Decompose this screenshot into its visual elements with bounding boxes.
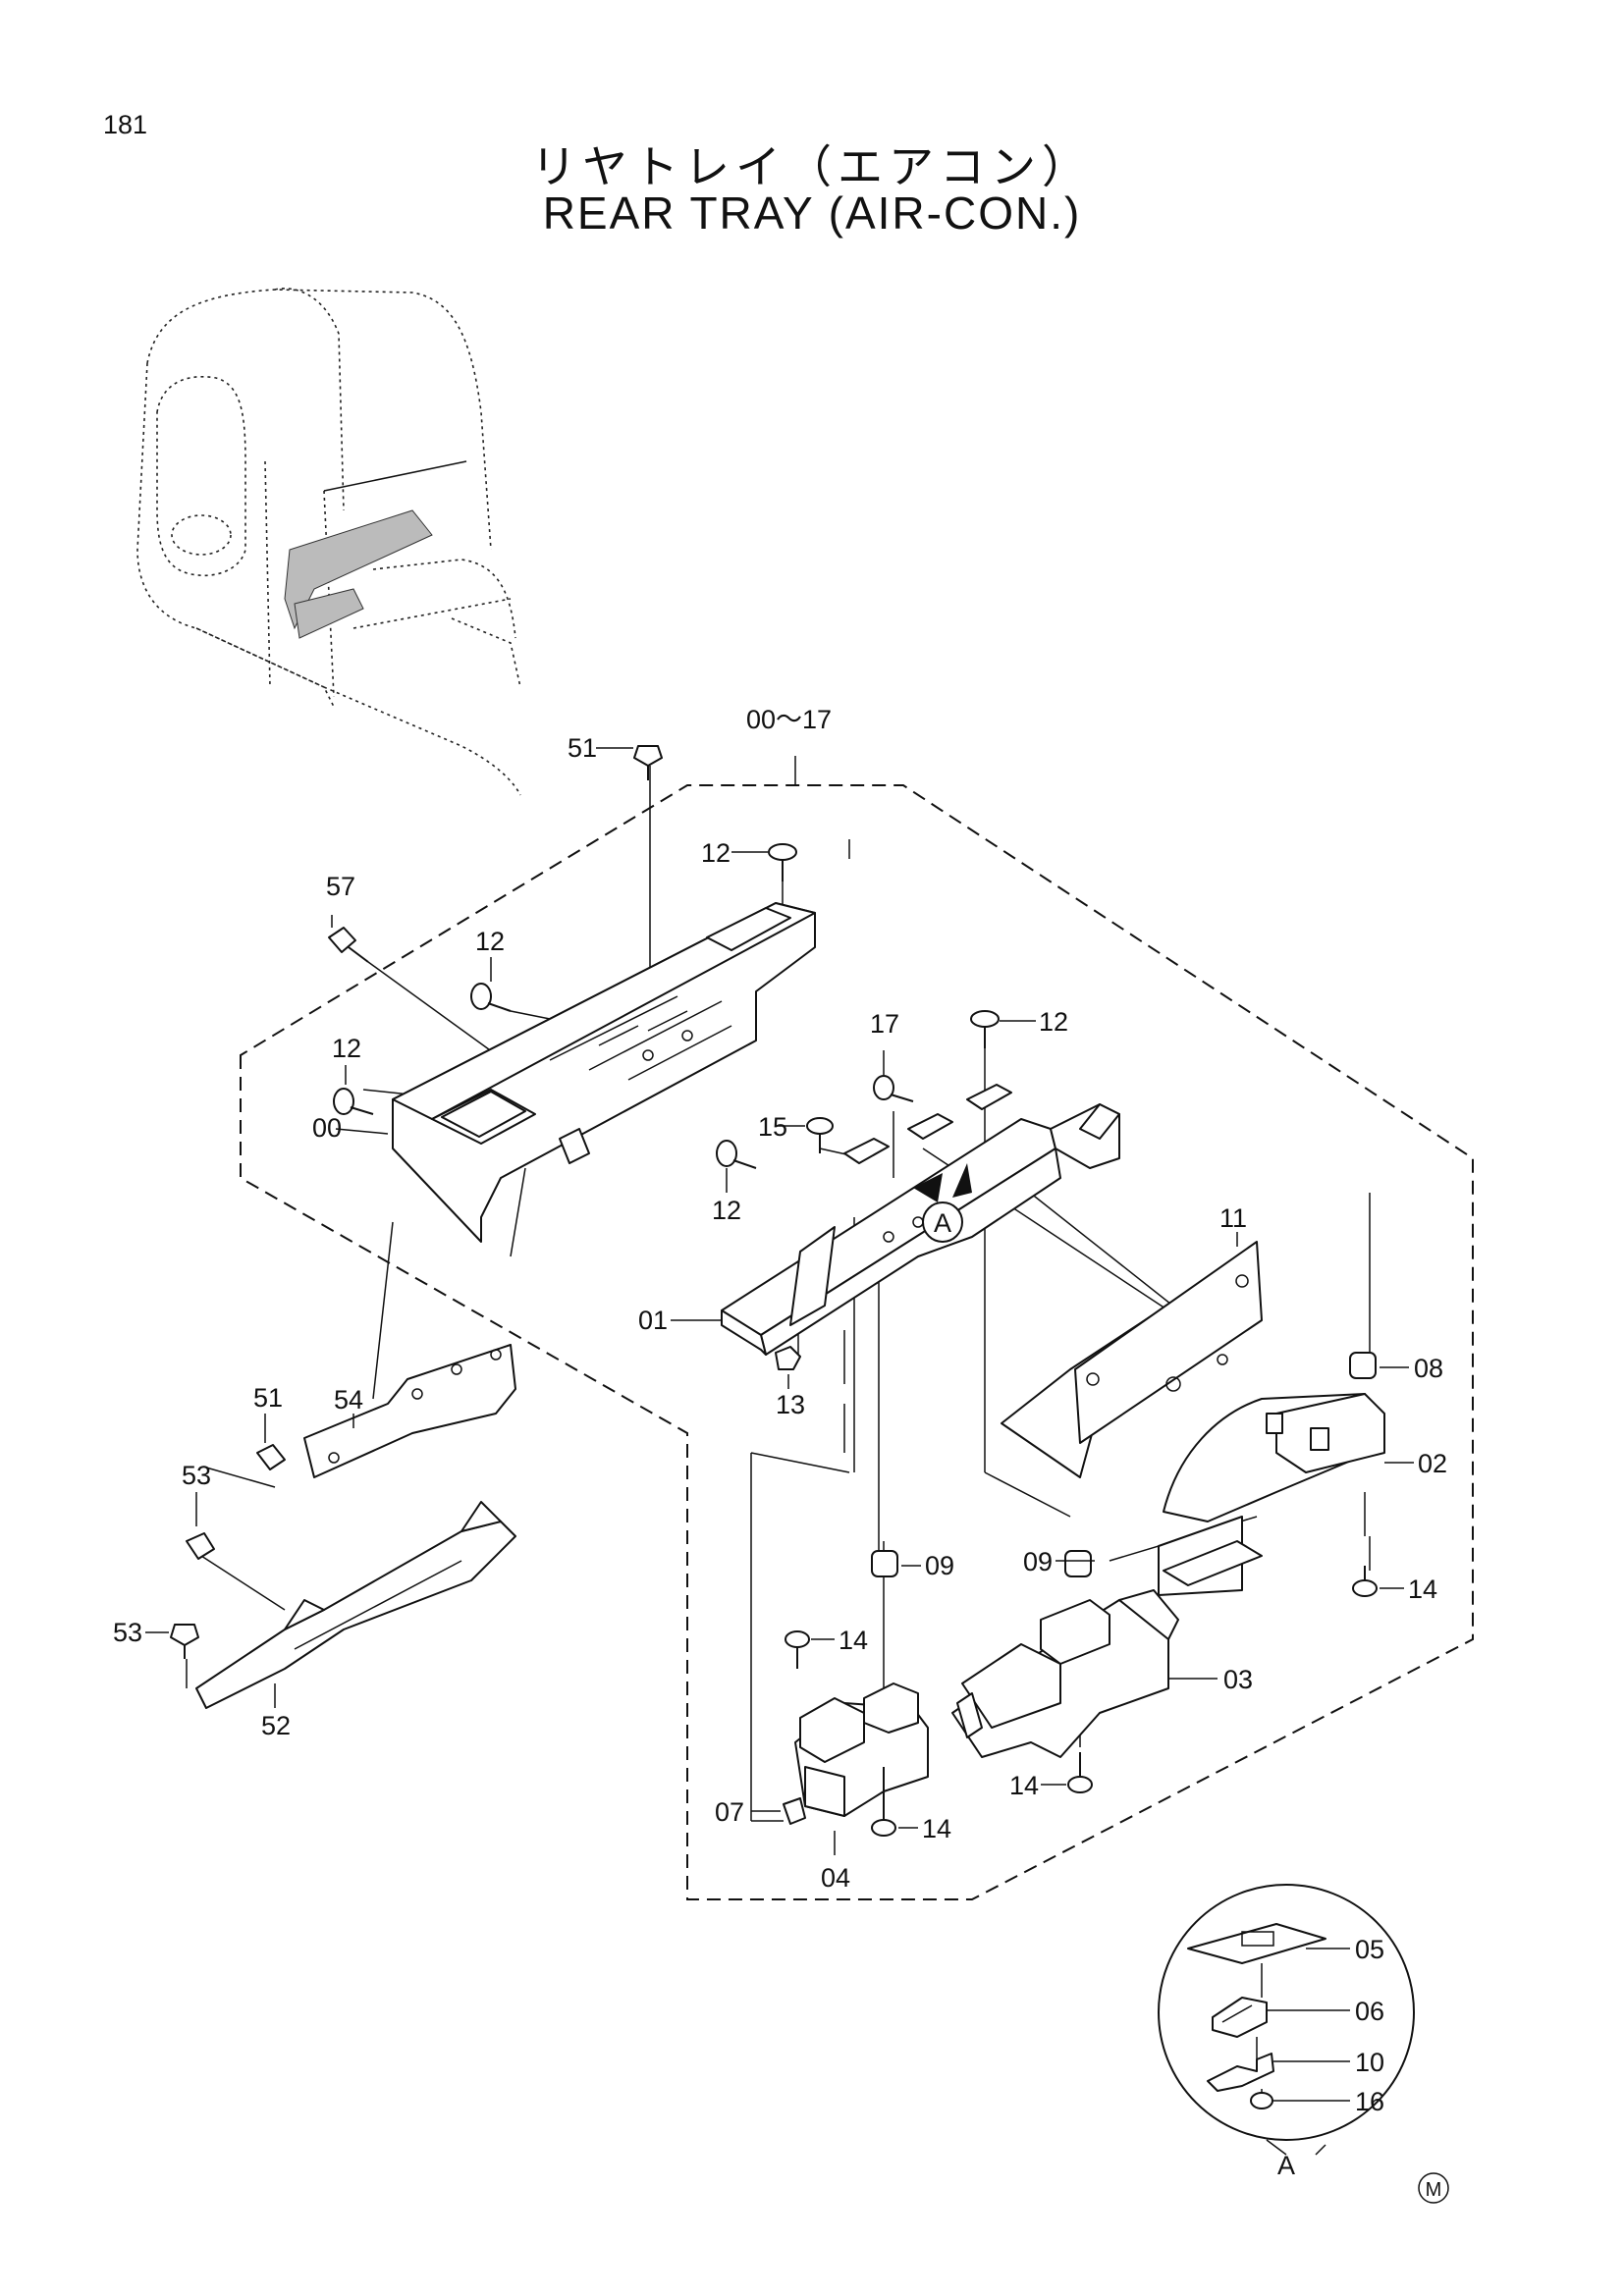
bushing-09-left [871,1550,898,1577]
callout-17: 17 [870,1009,899,1039]
callout-14-lower: 14 [1009,1771,1039,1800]
screw-14-left [785,1630,810,1669]
assembly-range-label: 00～17 [746,705,832,734]
callout-12-e: 12 [712,1196,741,1225]
fasteners [170,745,1378,1837]
screw-12-left-a [470,983,512,1012]
part-02-duct [1158,1393,1385,1596]
part-52-bracket [195,1501,516,1709]
screw-15 [806,1117,834,1153]
callout-54: 54 [334,1385,363,1415]
callout-12-c: 12 [332,1034,361,1063]
bolt-53-b [170,1624,199,1659]
title-japanese: リヤトレイ（エアコン） [531,140,1093,193]
clip-07 [783,1797,806,1825]
callout-08: 08 [1414,1354,1443,1383]
callout-51-lower: 51 [253,1383,283,1413]
callout-12-d: 12 [1039,1007,1068,1037]
screw-14-bottom [871,1767,896,1837]
screw-12-mid [716,1140,757,1169]
callout-12-top: 12 [701,838,731,868]
callout-05: 05 [1355,1935,1384,1964]
callout-11: 11 [1219,1203,1247,1233]
callout-52: 52 [261,1711,291,1740]
detail-a-view [1158,1884,1415,2141]
part-01-bracket [721,1084,1120,1356]
detail-view-label: A [1277,2151,1295,2180]
screw-14-lower [1067,1752,1093,1793]
callout-51-top: 51 [568,733,597,763]
callout-14-left: 14 [839,1626,868,1655]
nut-13 [775,1346,801,1370]
part-11-plate [1001,1241,1263,1478]
page-number: 181 [103,110,148,139]
callout-09-left: 09 [925,1551,954,1580]
screw-17 [873,1075,914,1102]
callout-14-right: 14 [1408,1575,1437,1604]
callout-10: 10 [1355,2048,1384,2077]
bolt-51-top [633,745,663,780]
corner-mark-letter: M [1426,2179,1442,2201]
title-english: REAR TRAY (AIR-CON.) [542,187,1082,239]
corner-mark: M [1418,2172,1449,2204]
callout-00: 00 [312,1113,342,1143]
screw-12-right [970,1010,1000,1048]
cab-locator-illustration [136,288,521,796]
screw-12-top [768,843,797,881]
screw-12-left-b [333,1088,374,1115]
callout-02: 02 [1418,1449,1447,1478]
callout-14-bottom: 14 [922,1814,951,1843]
part-54-bracket [303,1344,516,1478]
bolt-51-lower [256,1444,286,1470]
bolt-53-a [186,1532,215,1560]
callout-57: 57 [326,872,355,901]
callout-06: 06 [1355,1997,1384,2026]
callout-03: 03 [1223,1665,1253,1694]
screw-14-right [1352,1566,1378,1597]
detail-marker-label: A [934,1208,951,1238]
detail-a-marker: A [913,1163,972,1243]
callout-13: 13 [776,1390,805,1419]
callout-16: 16 [1355,2087,1384,2116]
callout-01: 01 [638,1306,668,1335]
callout-04: 04 [821,1863,850,1893]
callout-53-a: 53 [182,1461,211,1490]
part-00-main-tray [392,902,816,1243]
callout-53-b: 53 [113,1618,142,1647]
bushing-09-right [1064,1550,1092,1577]
callout-12-b: 12 [475,927,505,956]
callout-labels: 00～17 51 12 57 12 12 00 17 12 15 12 11 0… [113,705,1447,2180]
callout-ticks [145,747,1414,2156]
part-03-duct [951,1589,1179,1758]
bushing-08 [1349,1352,1377,1379]
bolt-57 [328,927,369,963]
part-04-duct [794,1682,929,1817]
callout-07: 07 [715,1797,744,1827]
callout-15: 15 [758,1112,787,1142]
callout-09-right: 09 [1023,1547,1053,1576]
